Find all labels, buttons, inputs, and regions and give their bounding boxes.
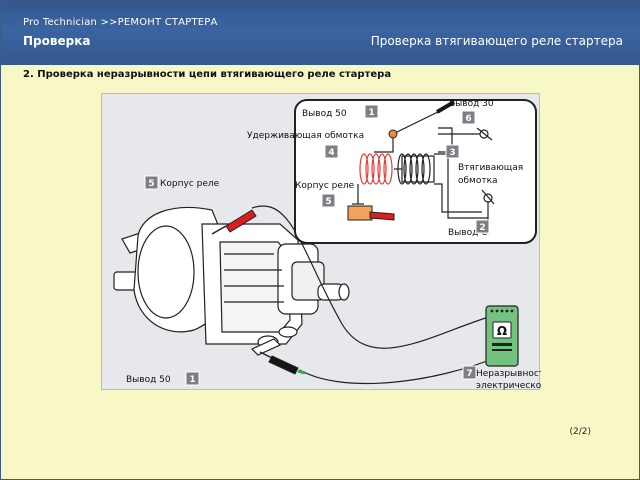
badge-5-inset: 5	[321, 193, 336, 208]
badge-6: 6	[461, 110, 476, 125]
label-hold-winding: Удерживающая обмотка	[247, 131, 364, 141]
ohm-symbol: Ω	[497, 324, 507, 338]
lead-to-terminal-50	[299, 355, 501, 385]
svg-text:3: 3	[449, 148, 455, 158]
ohmmeter: Ω	[485, 305, 519, 367]
svg-text:5: 5	[148, 179, 154, 189]
badge-4: 4	[324, 144, 339, 159]
badge-2: 2	[475, 219, 490, 234]
label-pull-winding-1: Втягивающая	[458, 163, 523, 173]
page-title: Проверка втягивающего реле стартера	[370, 34, 623, 48]
svg-text:2: 2	[479, 223, 485, 233]
label-terminal-50-top: Вывод 50	[302, 109, 347, 119]
label-continuity-1: Неразрывность	[476, 369, 541, 379]
test-leads	[251, 205, 501, 385]
label-continuity-2: электрической цепи	[476, 381, 541, 391]
starter-diagram: Ω	[113, 99, 573, 391]
label-terminal-c: Вывод С	[448, 228, 487, 238]
relay-body-block	[347, 205, 373, 221]
page-indicator: (2/2)	[569, 427, 591, 437]
svg-text:4: 4	[328, 148, 334, 158]
starter-motor	[113, 206, 350, 356]
label-relay-body: Корпус реле	[160, 179, 220, 189]
lead-to-relay-body	[251, 205, 493, 349]
svg-text:6: 6	[465, 114, 471, 124]
badge-1-top: 1	[364, 104, 379, 119]
probe-red-inset	[369, 211, 395, 221]
label-pull-winding-2: обмотка	[458, 176, 498, 186]
probe-red-body	[211, 209, 257, 235]
step-title: 2. Проверка неразрывности цепи втягивающ…	[23, 69, 392, 80]
label-terminal-50-bottom: Вывод 50	[126, 375, 171, 385]
svg-text:1: 1	[189, 375, 195, 385]
badge-1-bottom: 1	[185, 371, 200, 386]
label-terminal-30: Вывод 30	[449, 99, 494, 109]
schematic-inset	[294, 99, 537, 244]
badge-3: 3	[445, 144, 460, 159]
diagram-panel: Ω	[101, 93, 573, 391]
svg-text:5: 5	[325, 197, 331, 207]
breadcrumb[interactable]: Pro Technician >>РЕМОНТ СТАРТЕРА	[23, 17, 218, 28]
pull-in-coil	[359, 153, 393, 185]
svg-text:1: 1	[368, 108, 374, 118]
hold-winding-point	[388, 129, 398, 139]
section-title: Проверка	[23, 34, 91, 48]
badge-7: 7	[462, 365, 477, 380]
label-relay-body-inset: Корпус реле	[295, 181, 355, 191]
probe-black-terminal	[259, 351, 306, 375]
badge-5-main: 5	[144, 175, 159, 190]
header-bar: Pro Technician >>РЕМОНТ СТАРТЕРА Проверк…	[1, 1, 640, 65]
svg-text:7: 7	[466, 369, 472, 379]
hold-coil	[397, 153, 431, 185]
